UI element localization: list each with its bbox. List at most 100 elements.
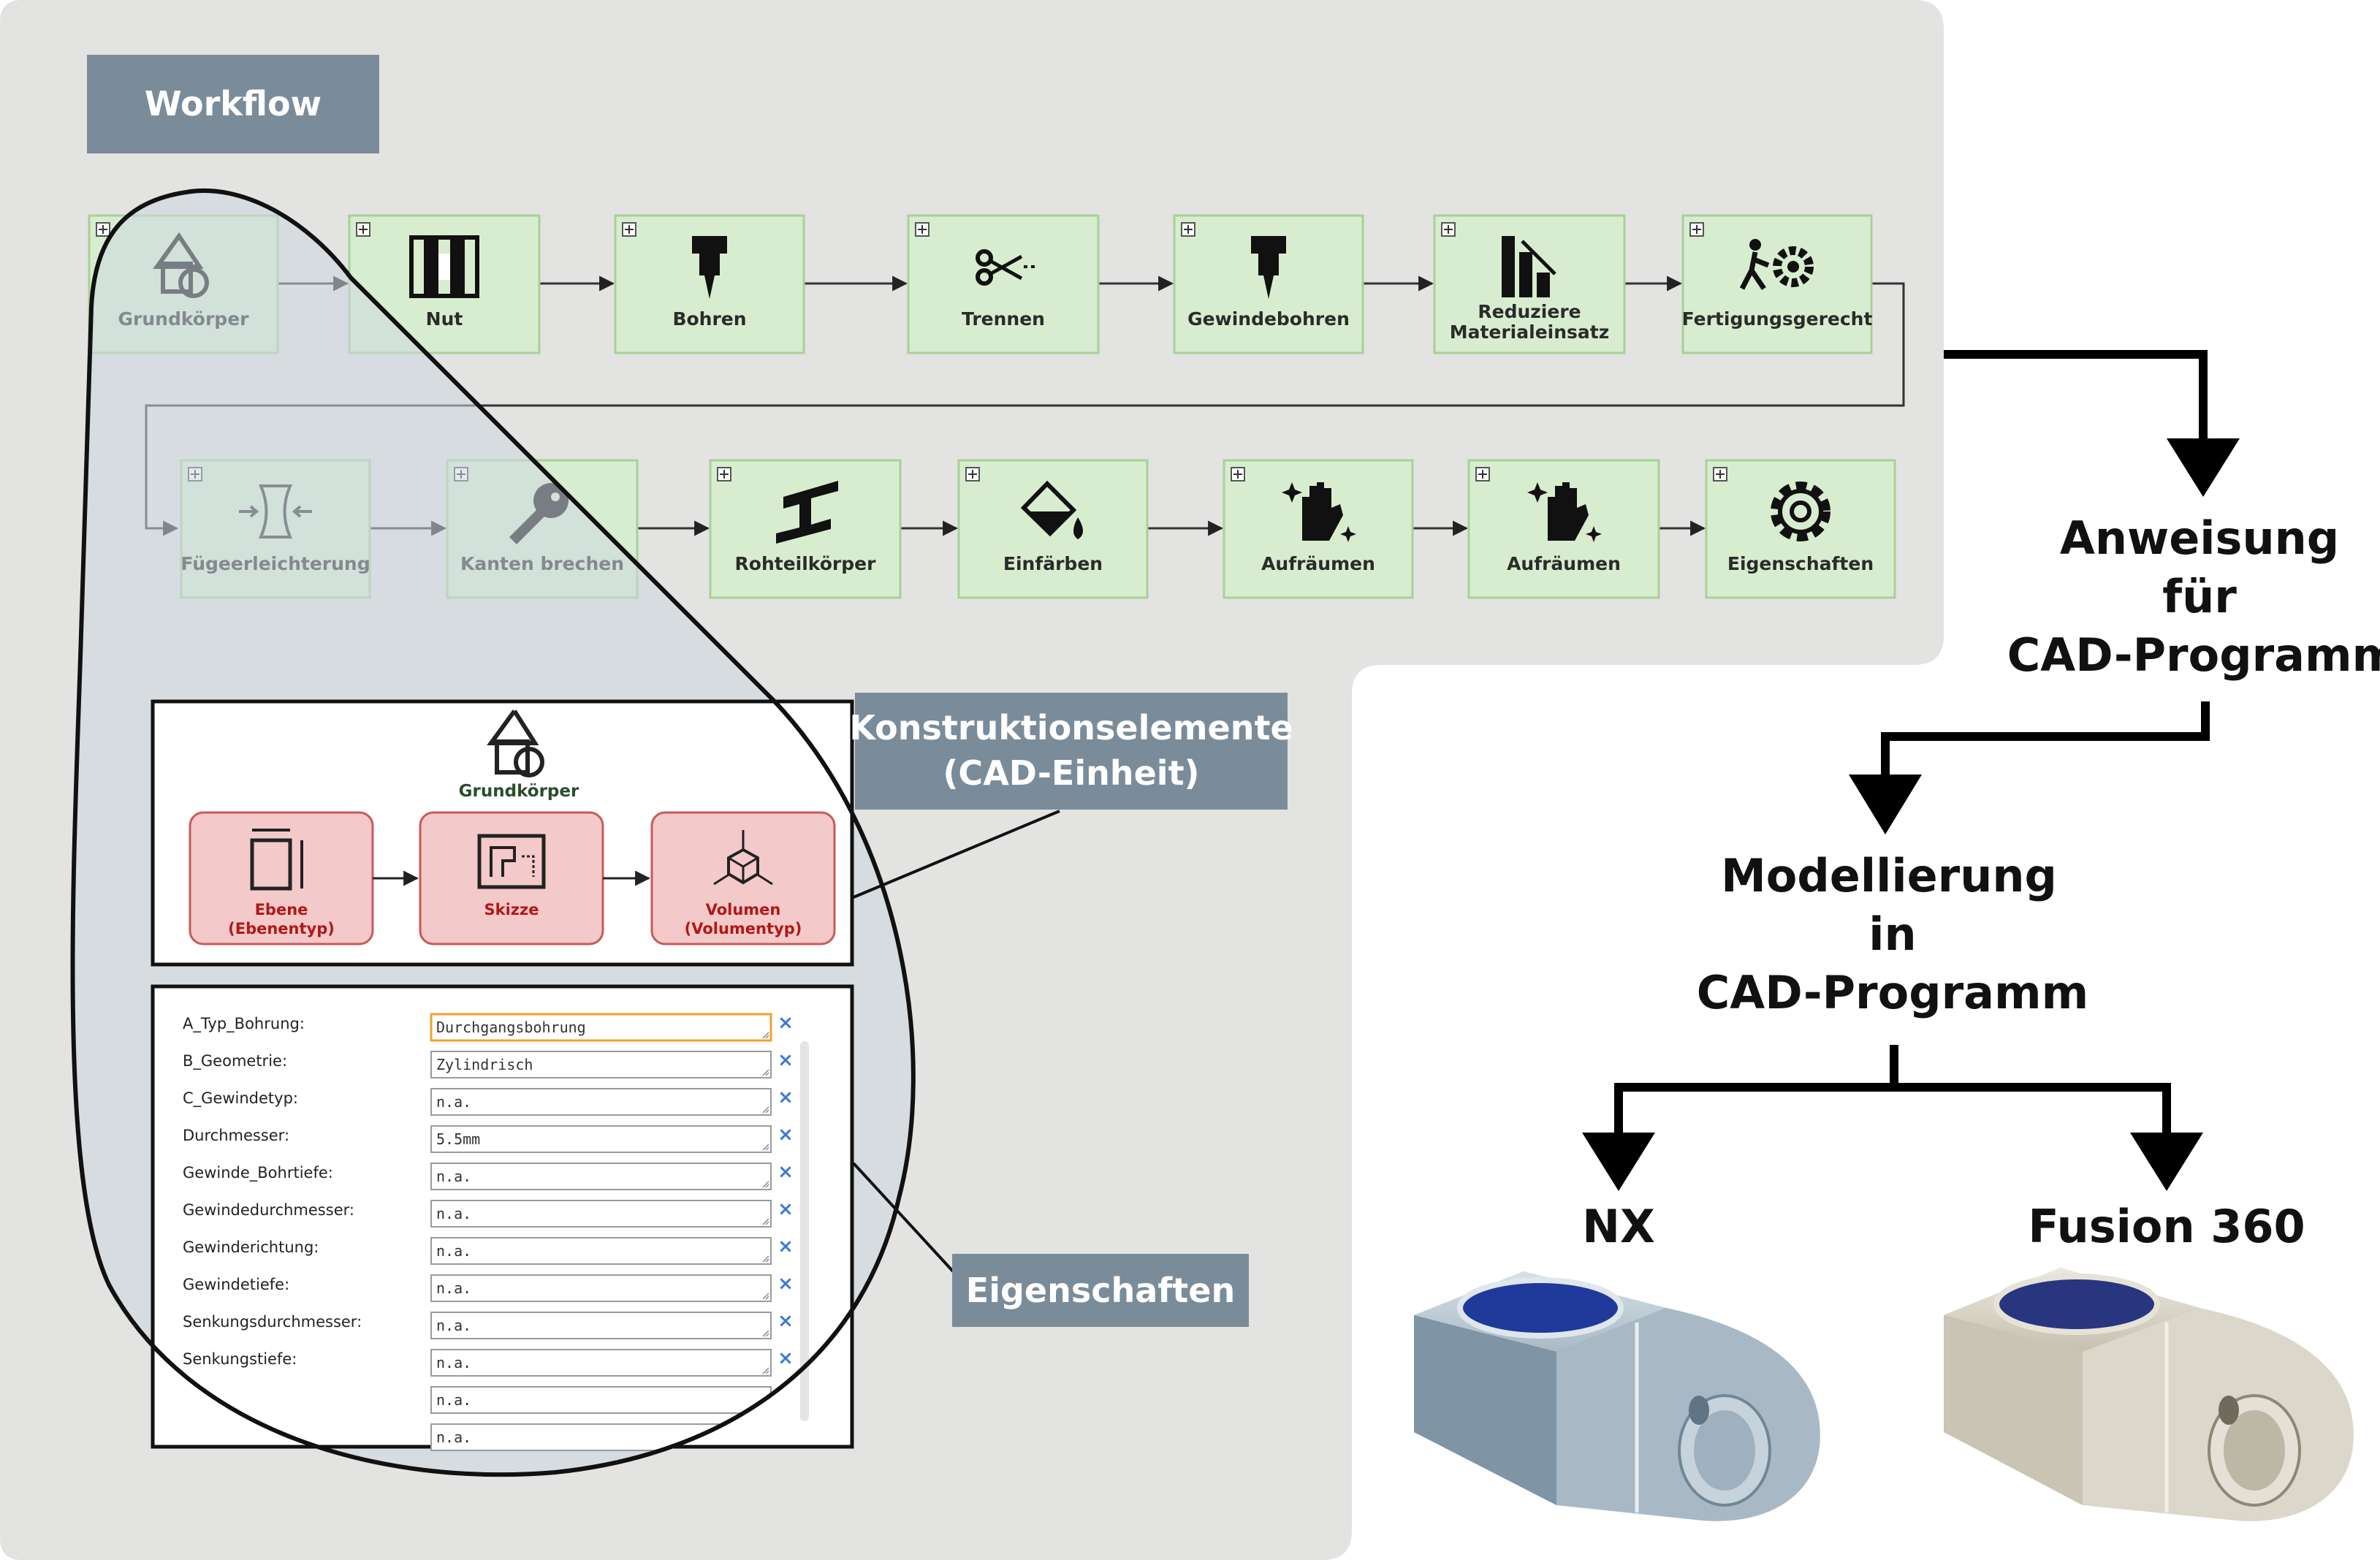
expand-icon[interactable]: [1689, 222, 1704, 237]
nx-part-render: [1414, 1271, 1820, 1521]
expand-icon[interactable]: [915, 222, 929, 237]
expand-icon[interactable]: [965, 467, 980, 482]
expand-icon[interactable]: [1441, 222, 1456, 237]
property-value-field[interactable]: n.a.: [430, 1312, 772, 1339]
property-value-field[interactable]: n.a.: [430, 1163, 772, 1190]
property-value-field[interactable]: 5.5mm: [430, 1125, 772, 1153]
property-row: Senkungsdurchmesser: n.a. ×: [183, 1310, 794, 1339]
property-value-field[interactable]: Durchgangsbohrung: [430, 1013, 772, 1042]
property-value-field[interactable]: n.a.: [430, 1386, 772, 1414]
workflow-node-r1-5[interactable]: Gewindebohren: [1173, 214, 1364, 354]
clear-icon[interactable]: ×: [778, 1273, 794, 1295]
eigenschaften-callout: Eigenschaften: [966, 1271, 1235, 1310]
properties-scrollbar[interactable]: [800, 1041, 809, 1421]
clear-icon[interactable]: ×: [778, 1049, 794, 1071]
property-value: n.a.: [436, 1391, 471, 1409]
cad-header-label: Grundkörper: [459, 782, 579, 801]
arrow-to-fusion: [2130, 1133, 2203, 1191]
clear-icon[interactable]: ×: [778, 1087, 794, 1108]
property-value: 5.5mm: [436, 1130, 480, 1148]
anweisung-line2: für: [2162, 570, 2237, 623]
property-value-field[interactable]: Zylindrisch: [430, 1051, 772, 1078]
workflow-node-r1-4[interactable]: Trennen: [907, 214, 1100, 354]
cad-element-3[interactable]: Volumen(Volumentyp): [650, 811, 836, 945]
property-value: n.a.: [436, 1168, 471, 1185]
property-label: Durchmesser:: [183, 1127, 289, 1144]
eigenschaften-callout-box: [952, 1254, 1249, 1327]
expand-icon[interactable]: [1475, 467, 1490, 482]
fusion-label: Fusion 360: [2028, 1200, 2305, 1253]
zoom-lens-outline: [70, 188, 916, 1477]
workflow-node-r2-3[interactable]: Rohteilkörper: [709, 459, 902, 599]
cad-flow: Anweisung für CAD-Programm Modellierung …: [1582, 350, 2380, 1253]
gear-icon: [1771, 482, 1830, 541]
konstruktion-leader: [853, 810, 1060, 899]
expand-icon[interactable]: [717, 467, 731, 482]
reduce-material-icon: [1502, 236, 1556, 297]
anweisung-line3: CAD-Programm: [2007, 628, 2380, 682]
clear-icon[interactable]: ×: [778, 1236, 794, 1257]
expand-icon[interactable]: [356, 222, 370, 237]
clear-icon[interactable]: ×: [778, 1310, 794, 1332]
cad-element-label: (Ebenentyp): [228, 920, 335, 937]
fusion-part-render: [1944, 1268, 2354, 1521]
volume-icon: [713, 830, 773, 886]
property-value: n.a.: [436, 1242, 471, 1260]
expand-icon[interactable]: [1181, 222, 1195, 237]
expand-icon[interactable]: [96, 222, 110, 237]
workflow-node-r2-5[interactable]: Aufräumen: [1223, 459, 1414, 599]
node-label: Fertigungsgerecht: [1682, 308, 1873, 330]
node-label: Trennen: [962, 308, 1045, 330]
property-row: Senkungstiefe:n.a.×: [183, 1347, 794, 1377]
property-row: Gewindetiefe: n.a. ×: [183, 1273, 794, 1302]
node-label: Gewindebohren: [1187, 308, 1350, 330]
property-label: Senkungsdurchmesser:: [183, 1313, 362, 1331]
clear-icon[interactable]: ×: [778, 1012, 794, 1034]
property-value: n.a.: [436, 1093, 471, 1111]
property-label: Gewindetiefe:: [183, 1276, 289, 1293]
expand-icon[interactable]: [622, 222, 636, 237]
cad-element-1[interactable]: Ebene(Ebenentyp): [189, 811, 374, 945]
workflow-node-r2-6[interactable]: Aufräumen: [1467, 459, 1660, 599]
thread-drill-icon: [1251, 236, 1286, 299]
cad-element-label: Skizze: [484, 901, 539, 918]
arrow-to-nx: [1582, 1133, 1655, 1191]
workflow-node-r1-7[interactable]: Fertigungsgerecht: [1681, 214, 1873, 354]
clear-icon[interactable]: ×: [778, 1347, 794, 1369]
workflow-node-r2-4[interactable]: Einfärben: [957, 459, 1149, 599]
node-label: Eigenschaften: [1727, 553, 1874, 574]
property-value-field[interactable]: n.a.: [430, 1088, 772, 1116]
property-row: Gewinderichtung:n.a.×: [183, 1236, 794, 1265]
property-label: C_Gewindetyp:: [183, 1089, 298, 1108]
clear-icon[interactable]: ×: [778, 1161, 794, 1183]
node-label: Rohteilkörper: [735, 553, 877, 574]
property-label: B_Geometrie:: [183, 1052, 287, 1070]
clear-icon[interactable]: ×: [778, 1124, 794, 1146]
property-value-field[interactable]: n.a.: [430, 1274, 772, 1302]
beam-icon: [776, 481, 838, 544]
property-value-field[interactable]: n.a.: [430, 1349, 772, 1377]
property-value-field[interactable]: n.a.: [430, 1200, 772, 1228]
expand-icon[interactable]: [1231, 467, 1245, 482]
property-row: A_Typ_Bohrung:Durchgangsbohrung×: [183, 1012, 794, 1042]
clear-icon[interactable]: ×: [778, 1198, 794, 1220]
nut-icon: [409, 235, 479, 298]
modellierung-line1: Modellierung: [1721, 849, 2057, 902]
arrow-to-anweisung: [2167, 438, 2240, 497]
workflow-title-box: [87, 55, 379, 153]
cad-element-2[interactable]: Skizze: [419, 811, 604, 945]
node-label: Reduziere: [1478, 301, 1581, 322]
property-label: Gewindedurchmesser:: [183, 1201, 354, 1219]
property-row: C_Gewindetyp: n.a. ×: [183, 1087, 794, 1116]
property-row: Gewindedurchmesser: n.a. ×: [183, 1198, 794, 1228]
expand-icon[interactable]: [1713, 467, 1727, 482]
property-value-field[interactable]: n.a.: [430, 1237, 772, 1265]
property-value: Zylindrisch: [436, 1056, 533, 1073]
workflow-node-r2-7[interactable]: Eigenschaften: [1705, 459, 1896, 599]
workflow-node-r1-3[interactable]: Bohren: [614, 214, 805, 354]
property-row: Gewinde_Bohrtiefe: n.a. ×: [183, 1161, 794, 1190]
drill-icon: [692, 236, 727, 299]
property-label: Gewinde_Bohrtiefe:: [183, 1164, 333, 1182]
nx-label: NX: [1582, 1200, 1655, 1253]
